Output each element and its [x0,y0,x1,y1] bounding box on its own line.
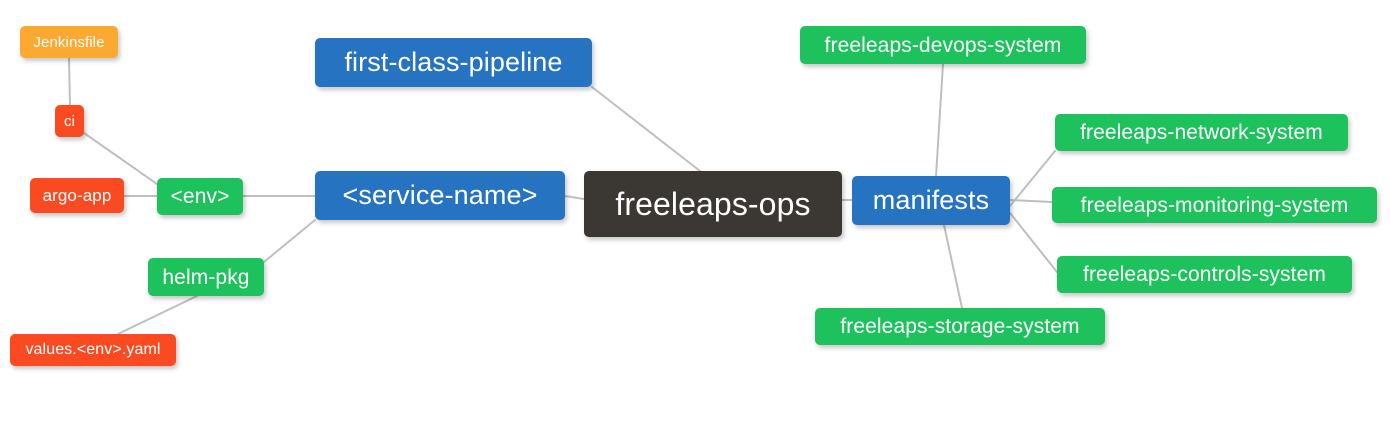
node-argo-app[interactable]: argo-app [30,178,124,213]
edge-manifests-to-freeleaps-storage-system [943,224,963,309]
node-label: <env> [170,185,230,208]
node-helm-pkg[interactable]: helm-pkg [148,258,264,296]
edge-helm-pkg-to-values-yaml [117,295,198,335]
node-label: freeleaps-storage-system [840,315,1080,338]
node-label: manifests [872,185,990,215]
edge-jenkinsfile-to-ci [68,57,71,106]
node-label: argo-app [42,186,112,205]
node-values-yaml[interactable]: values.<env>.yaml [10,334,176,366]
node-jenkinsfile[interactable]: Jenkinsfile [20,26,118,58]
node-freeleaps-storage-system[interactable]: freeleaps-storage-system [815,308,1105,345]
node-label: freeleaps-monitoring-system [1080,193,1349,217]
node-label: first-class-pipeline [344,47,563,77]
edge-service-name-to-helm-pkg [263,219,316,263]
node-label: ci [63,112,76,130]
node-label: Jenkinsfile [33,33,105,51]
node-freeleaps-controls-system[interactable]: freeleaps-controls-system [1057,256,1352,293]
node-label: helm-pkg [162,265,250,289]
node-env[interactable]: <env> [157,178,243,215]
node-freeleaps-network-system[interactable]: freeleaps-network-system [1055,114,1348,151]
node-freeleaps-devops-system[interactable]: freeleaps-devops-system [800,26,1086,64]
node-label: freeleaps-ops [615,186,811,222]
edge-first-class-pipeline-to-freeleaps-ops [591,86,701,172]
edge-manifests-to-freeleaps-devops-system [935,63,944,177]
node-manifests[interactable]: manifests [852,176,1010,225]
node-service-name[interactable]: <service-name> [315,171,565,220]
node-freeleaps-ops[interactable]: freeleaps-ops [584,171,842,237]
node-label: freeleaps-network-system [1080,121,1323,144]
edge-service-name-to-freeleaps-ops [564,195,585,200]
node-ci[interactable]: ci [55,105,84,137]
edge-manifests-to-freeleaps-network-system [1009,150,1056,207]
node-label: freeleaps-controls-system [1083,263,1326,286]
node-label: <service-name> [342,180,538,210]
edge-ci-to-env [83,132,158,185]
node-label: freeleaps-devops-system [824,33,1062,57]
node-label: values.<env>.yaml [25,341,161,358]
node-freeleaps-monitoring-system[interactable]: freeleaps-monitoring-system [1052,187,1377,223]
edge-manifests-to-freeleaps-monitoring-system [1009,199,1053,203]
node-first-class-pipeline[interactable]: first-class-pipeline [315,38,592,87]
edge-manifests-to-freeleaps-controls-system [1009,212,1058,273]
